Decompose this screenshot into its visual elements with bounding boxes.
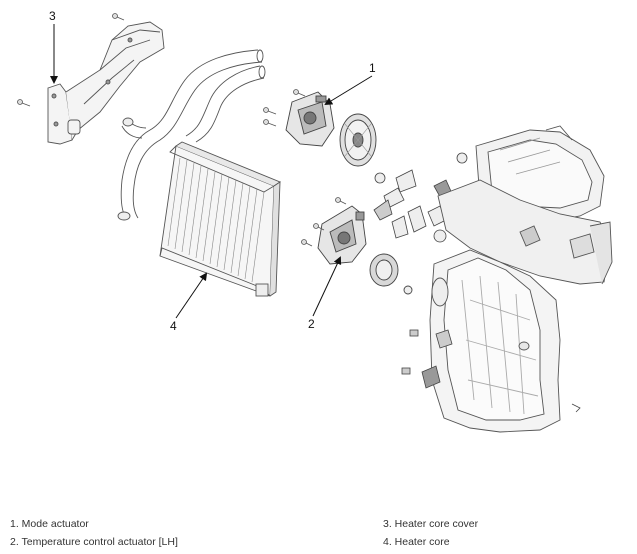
heater-core: [159, 141, 281, 297]
legend-item-temperature-actuator: 2. Temperature control actuator [LH]: [10, 536, 178, 548]
screw-icon: [335, 197, 347, 205]
svg-text:4: 4: [170, 319, 177, 333]
screw-icon: [17, 99, 31, 107]
screw-icon: [313, 223, 325, 231]
heater-pipes: [117, 49, 266, 221]
legend-item-heater-core: 4. Heater core: [383, 536, 450, 548]
screw-icon: [301, 239, 313, 247]
screw-icon: [263, 119, 277, 127]
screw-icon: [263, 107, 277, 115]
legend-left: 1. Mode actuator 2. Temperature control …: [10, 515, 178, 551]
callout-2: 2: [308, 256, 342, 331]
legend-item-mode-actuator: 1. Mode actuator: [10, 518, 89, 530]
mode-actuator-gear: [339, 113, 377, 167]
heater-unit-case: [429, 125, 613, 433]
exploded-view-diagram: 1 2 3 4: [17, 9, 613, 433]
screw-icon: [293, 89, 306, 97]
screw-icon: [112, 13, 125, 21]
svg-text:3: 3: [49, 9, 56, 23]
mode-actuator: [285, 91, 335, 147]
linkage-parts: [373, 152, 468, 243]
callout-1: 1: [324, 61, 376, 106]
callout-3: 3: [49, 9, 58, 84]
svg-text:2: 2: [308, 317, 315, 331]
temperature-control-actuator: [317, 205, 367, 265]
heater-core-cover: [47, 21, 165, 145]
legend-right: 3. Heater core cover 4. Heater core: [383, 515, 478, 551]
svg-text:1: 1: [369, 61, 376, 75]
clip-parts: [401, 329, 581, 413]
temperature-actuator-gear: [369, 253, 413, 295]
callout-4: 4: [170, 272, 208, 333]
legend-item-heater-core-cover: 3. Heater core cover: [383, 518, 479, 530]
